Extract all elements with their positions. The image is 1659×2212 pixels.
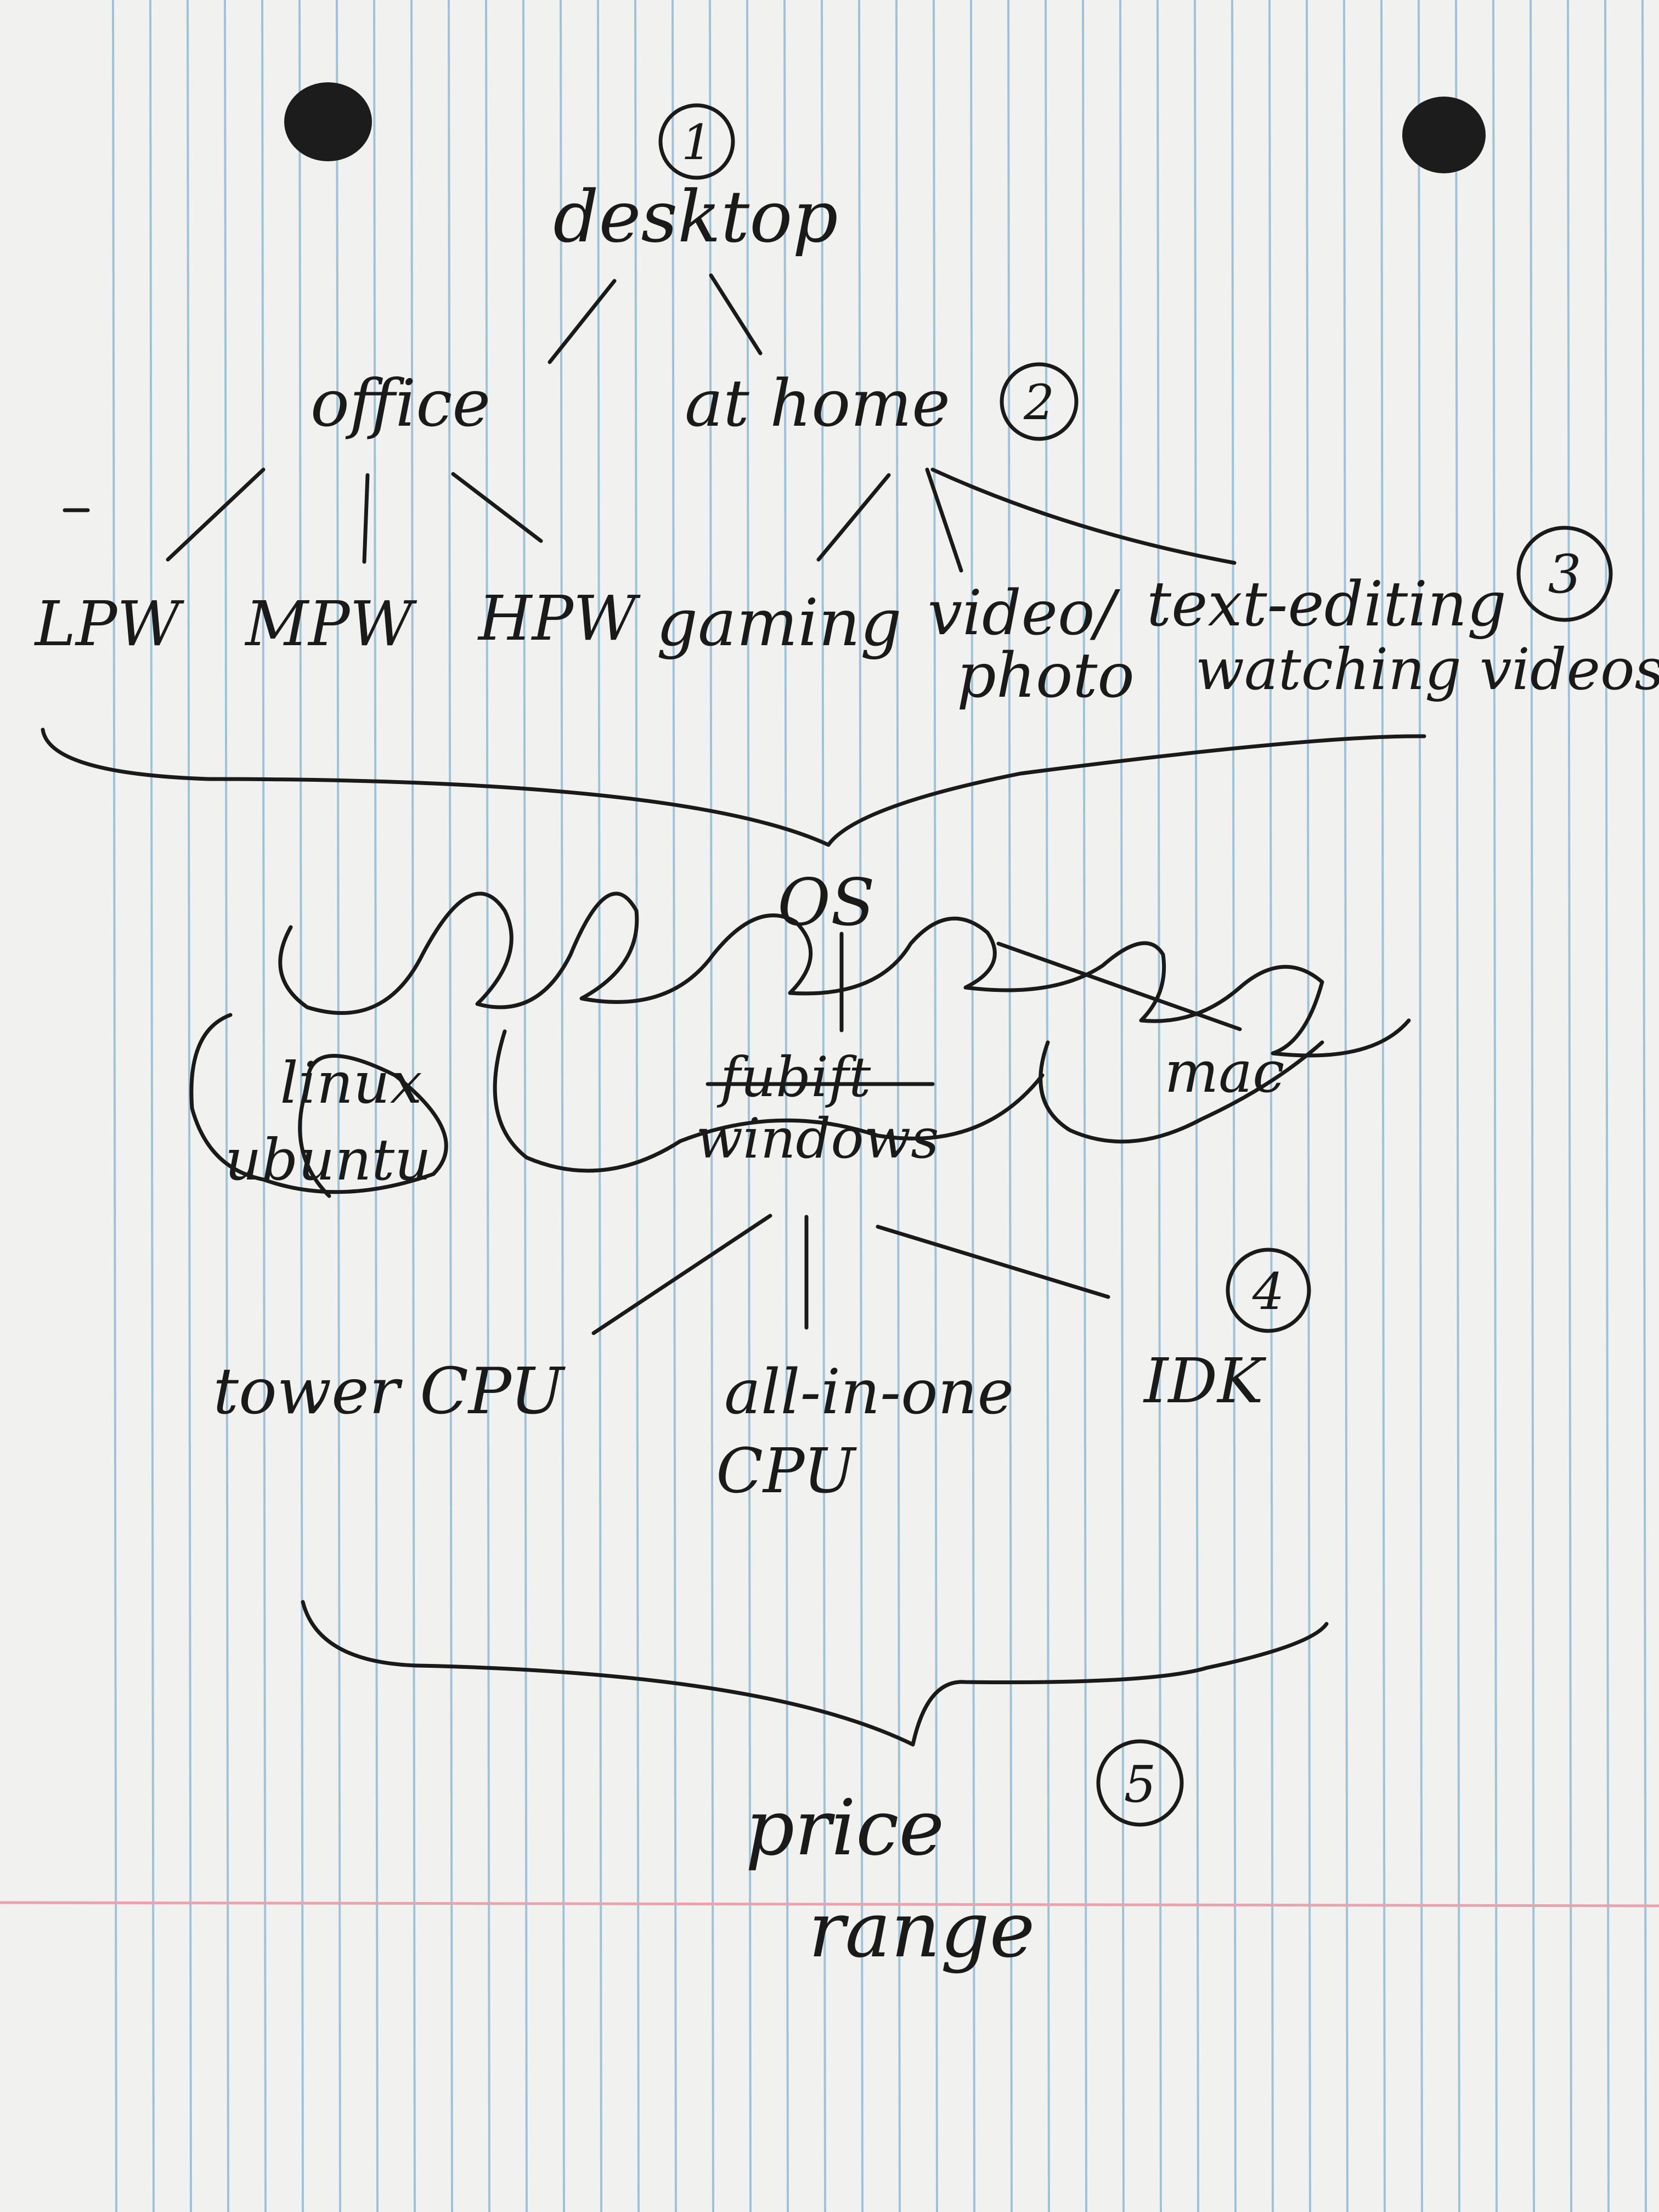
rule-line: [373, 0, 379, 2212]
connector-os-tower: [591, 1214, 772, 1335]
rule-line: [1604, 0, 1610, 2212]
binder-hole-left: [284, 82, 372, 161]
step-1-number: 1: [681, 114, 712, 171]
node-mpw: MPW: [244, 589, 417, 660]
node-all-in-one: all-in-one: [724, 1357, 1014, 1428]
node-gaming: gaming: [656, 585, 901, 661]
node-video-line1: video/: [928, 578, 1121, 649]
rule-line: [821, 0, 826, 2212]
mac-loop: [1039, 1040, 1324, 1144]
step-5-number: 5: [1124, 1755, 1156, 1814]
os-to-mac-line: [996, 941, 1242, 1031]
rule-line: [485, 0, 490, 2212]
rule-line: [1380, 0, 1386, 2212]
loop-scribble: [278, 891, 1411, 1058]
connector-home-video: [925, 467, 963, 573]
rule-line: [149, 0, 155, 2212]
connector-os-idk: [876, 1224, 1110, 1299]
rule-line: [933, 0, 938, 2212]
connector-office-lpw: [166, 467, 266, 562]
node-idk: IDK: [1143, 1346, 1267, 1417]
connector-office-hpw: [451, 472, 543, 543]
step-2-number: 2: [1023, 374, 1054, 431]
rule-line: [336, 0, 341, 2212]
node-video-line2: photo: [957, 640, 1135, 712]
rule-line: [1268, 0, 1274, 2212]
step-4-number: 4: [1252, 1262, 1285, 1321]
node-aio-cpu: CPU: [716, 1436, 857, 1507]
rule-line: [746, 0, 752, 2212]
connector-office-mpw: [362, 473, 370, 564]
rule-line: [410, 0, 416, 2212]
step-3-marker: 3: [1516, 526, 1613, 622]
rule-line: [1418, 0, 1423, 2212]
margin-line: [0, 1901, 1659, 1908]
brace-level3: [41, 727, 1426, 847]
step-1-marker: 1: [658, 103, 735, 180]
rule-line: [858, 0, 864, 2212]
node-ubuntu: ubuntu: [225, 1126, 431, 1193]
binder-hole-right: [1402, 97, 1486, 173]
node-crossed-out: fubift: [716, 1045, 871, 1109]
node-windows: windows: [696, 1107, 939, 1171]
rule-line: [1530, 0, 1535, 2212]
rule-line: [1492, 0, 1498, 2212]
node-linux: linux: [280, 1049, 422, 1116]
node-desktop: desktop: [553, 175, 838, 258]
rule-line: [1231, 0, 1237, 2212]
linux-loop: [189, 1013, 448, 1198]
rule-line: [112, 0, 117, 2212]
node-mac: mac: [1165, 1039, 1285, 1105]
rule-line: [1641, 0, 1647, 2212]
rule-line: [1156, 0, 1162, 2212]
rule-line: [1194, 0, 1199, 2212]
connector-home-gaming: [816, 473, 891, 562]
node-tower-cpu: tower CPU: [213, 1355, 565, 1429]
rule-line: [224, 0, 229, 2212]
node-price: price: [746, 1784, 945, 1873]
rule-line: [1343, 0, 1348, 2212]
step-5-marker: 5: [1096, 1739, 1184, 1827]
rule-line: [597, 0, 602, 2212]
rule-line: [634, 0, 640, 2212]
node-text-editing: text-editing: [1147, 569, 1506, 640]
node-range: range: [808, 1886, 1035, 1975]
node-os: OS: [777, 865, 875, 940]
rule-line: [1455, 0, 1460, 2212]
rule-line: [261, 0, 267, 2212]
rule-line: [672, 0, 677, 2212]
connector-home-text: [930, 467, 1237, 565]
node-hpw: HPW: [477, 583, 641, 654]
rule-line: [522, 0, 528, 2212]
connector-desktop-office: [548, 279, 617, 364]
rule-line: [1082, 0, 1087, 2212]
step-4-marker: 4: [1226, 1248, 1311, 1333]
rule-line: [709, 0, 714, 2212]
rule-line: [187, 0, 192, 2212]
windows-loop: [493, 1029, 1045, 1173]
node-watching-videos: watching videos: [1195, 636, 1659, 703]
brace-level4: [301, 1600, 1329, 1747]
step-2-marker: 2: [1000, 362, 1079, 441]
rule-line: [1567, 0, 1572, 2212]
node-lpw: LPW: [34, 589, 185, 660]
rule-line: [970, 0, 975, 2212]
connector-desktop-home: [709, 273, 763, 356]
rule-line: [783, 0, 789, 2212]
rule-line: [560, 0, 565, 2212]
rule-line: [1119, 0, 1125, 2212]
rule-line: [1306, 0, 1311, 2212]
node-office: office: [311, 365, 490, 441]
node-at-home: at home: [685, 365, 950, 441]
step-3-number: 3: [1548, 544, 1581, 605]
rule-line: [448, 0, 453, 2212]
rule-line: [895, 0, 901, 2212]
